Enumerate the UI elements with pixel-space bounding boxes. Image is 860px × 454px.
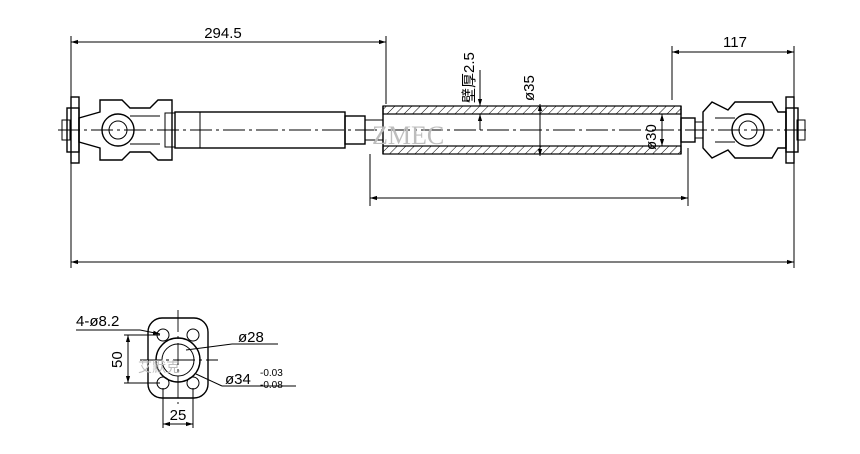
dim-25-label: 25 <box>170 407 187 424</box>
watermark-small: 艾默克 <box>138 360 180 376</box>
dim-spigot-34-label: ø34 <box>225 371 251 388</box>
dim-od-35-label: ø35 <box>521 75 538 101</box>
dim-spigot-tol-lower: -0.08 <box>260 380 283 391</box>
main-dimensions: 294.5 117 壁厚2.5 ø35 ø30 <box>70 25 795 268</box>
left-shaft <box>174 111 384 149</box>
watermark-logo: ZMEC <box>372 121 444 150</box>
dim-wall-thickness-label: 壁厚2.5 <box>461 52 478 103</box>
dim-bolt-holes-label: 4-ø8.2 <box>76 313 119 330</box>
right-yoke <box>702 101 787 159</box>
dim-spigot-tol-upper: -0.03 <box>260 368 283 379</box>
left-cross-bearing <box>101 113 135 147</box>
dim-117-label: 117 <box>723 34 747 51</box>
dim-294-5-label: 294.5 <box>204 25 242 42</box>
flange-dimensions: 4-ø8.2 ø28 ø34 -0.03 -0.08 50 25 <box>76 313 296 428</box>
flange-end-view <box>140 310 218 404</box>
right-cross-bearing <box>731 113 765 147</box>
dim-50-label: 50 <box>109 351 126 368</box>
left-yoke <box>78 99 176 161</box>
shaft-elevation <box>58 96 806 164</box>
dim-id-30-label: ø30 <box>643 124 660 150</box>
dim-bore-28-label: ø28 <box>238 329 264 346</box>
